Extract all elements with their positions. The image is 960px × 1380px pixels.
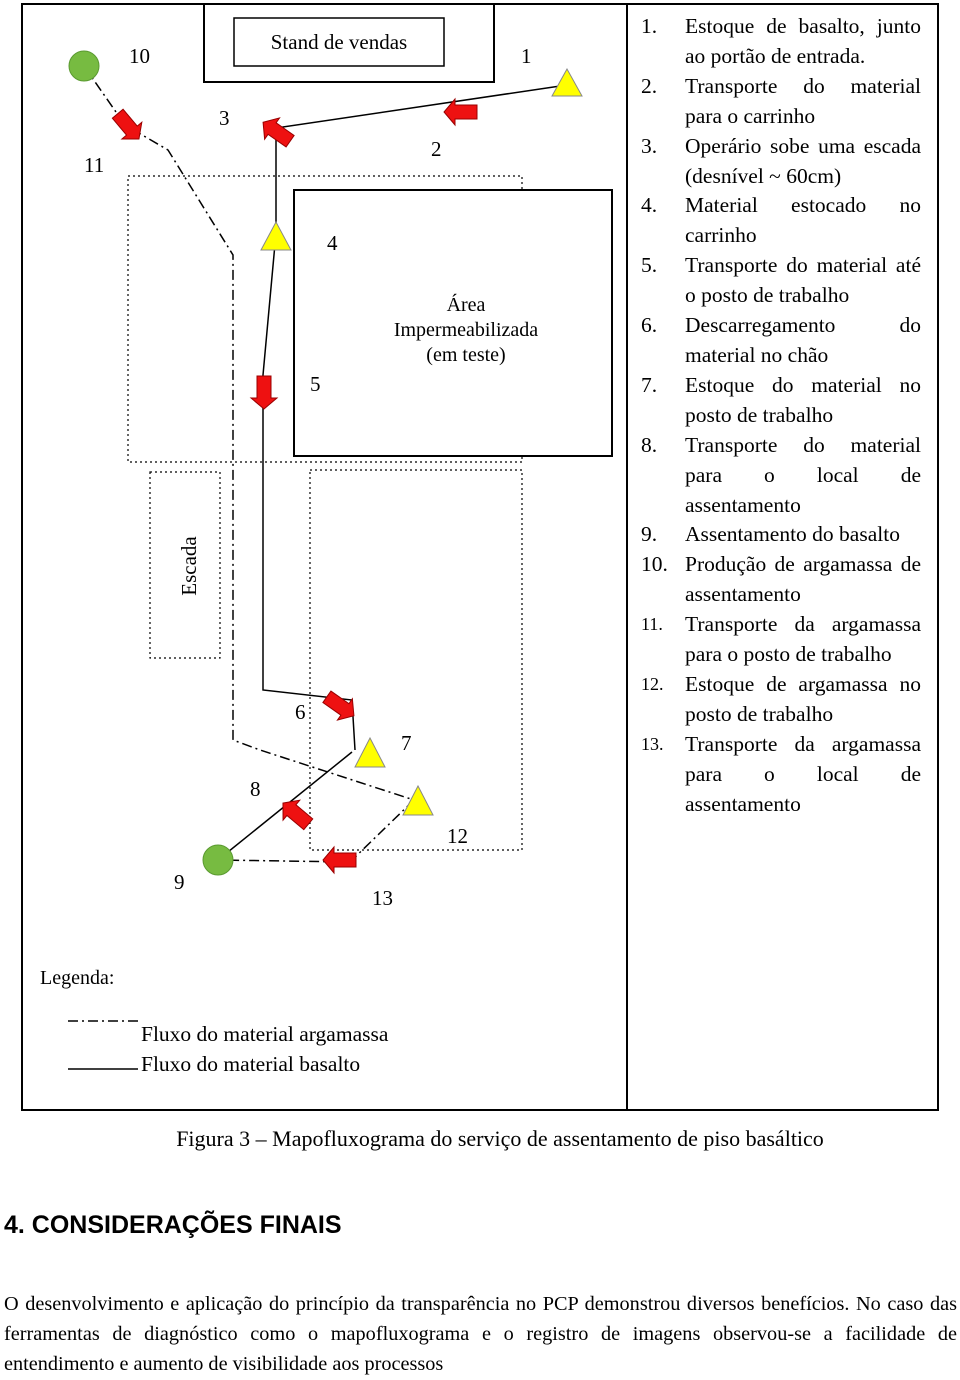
- legend-basalt-label: Fluxo do material basalto: [141, 1052, 360, 1076]
- step-item: 3.Operário sobe uma escada (desnível ~ 6…: [641, 133, 921, 188]
- figure-caption: Figura 3 – Mapofluxograma do serviço de …: [176, 1126, 824, 1151]
- node-number-6: 6: [295, 700, 306, 724]
- step-item: 5.Transporte do material até o posto de …: [641, 253, 921, 308]
- area-label-line3: (em teste): [426, 344, 505, 366]
- step-item: 7.Estoque do material no posto de trabal…: [641, 372, 921, 427]
- operation-circle-10: [68, 50, 100, 82]
- area-label-line1: Área: [447, 293, 486, 316]
- node-number-3: 3: [219, 106, 230, 130]
- node-number-8: 8: [250, 777, 261, 801]
- storage-triangle-12: [402, 784, 434, 816]
- step-item: 2.Transporte do material para o carrinho: [641, 73, 921, 128]
- section-heading: 4. CONSIDERAÇÕES FINAIS: [4, 1211, 342, 1239]
- node-number-11: 11: [84, 153, 104, 177]
- step-item: 13.Transporte da argamassa para o local …: [641, 731, 921, 816]
- storage-triangle-1: [551, 67, 583, 97]
- node-number-4: 4: [327, 231, 338, 255]
- transport-arrow-3: [262, 117, 295, 148]
- step-item: 9.Assentamento do basalto: [641, 522, 900, 547]
- node-number-2: 2: [431, 137, 442, 161]
- stair-label: Escada: [177, 536, 201, 596]
- transport-arrow-13: [322, 845, 357, 875]
- mortar-flow-path-lower: [217, 799, 415, 863]
- node-number-7: 7: [401, 731, 412, 755]
- transport-arrow-6: [322, 690, 355, 721]
- area-label-line2: Impermeabilizada: [394, 319, 538, 341]
- step-item: 6.Descarregamento do material no chão: [641, 313, 921, 367]
- impermeabilized-area: [293, 189, 613, 457]
- dotted-region-lower: [309, 469, 523, 851]
- step-item: 11.Transporte da argamassa para o posto …: [641, 612, 921, 667]
- node-number-1: 1: [521, 44, 532, 68]
- mortar-flow-path: [83, 65, 415, 801]
- stand-label: Stand de vendas: [271, 30, 407, 54]
- node-number-9: 9: [174, 870, 185, 894]
- legend-title: Legenda:: [40, 967, 114, 989]
- mapofluxograma-diagram: Stand de vendas Área Impermeabilizada (e…: [21, 3, 939, 1111]
- node-number-12: 12: [447, 824, 468, 848]
- body-paragraph: O desenvolvimento e aplicação do princíp…: [4, 1293, 957, 1375]
- storage-triangle-4: [260, 220, 292, 251]
- stand-box: [203, 3, 495, 83]
- storage-triangle-7: [354, 736, 386, 768]
- stair-box: [149, 471, 221, 659]
- node-number-13: 13: [372, 886, 393, 910]
- step-item: 12.Estoque de argamassa no posto de trab…: [641, 671, 921, 726]
- flow-step-list: 1.Estoque de basalto, junto ao portão de…: [641, 12, 921, 819]
- node-number-5: 5: [310, 372, 321, 396]
- transport-arrow-5: [249, 375, 279, 410]
- stand-inner-box: [233, 17, 445, 67]
- node-number-10: 10: [129, 44, 150, 68]
- step-item: 8.Transporte do material para o local de…: [641, 432, 921, 517]
- step-item: 10.Produção de argamassa de assentamento: [641, 552, 921, 607]
- step-item: 4.Material estocado no carrinho: [641, 193, 921, 248]
- transport-arrow-2: [443, 97, 478, 127]
- operation-circle-9: [202, 844, 234, 876]
- legend-mortar-label: Fluxo do material argamassa: [141, 1022, 389, 1046]
- transport-arrow-11: [111, 108, 143, 140]
- step-item: 1.Estoque de basalto, junto ao portão de…: [641, 14, 921, 68]
- transport-arrow-8: [282, 799, 314, 831]
